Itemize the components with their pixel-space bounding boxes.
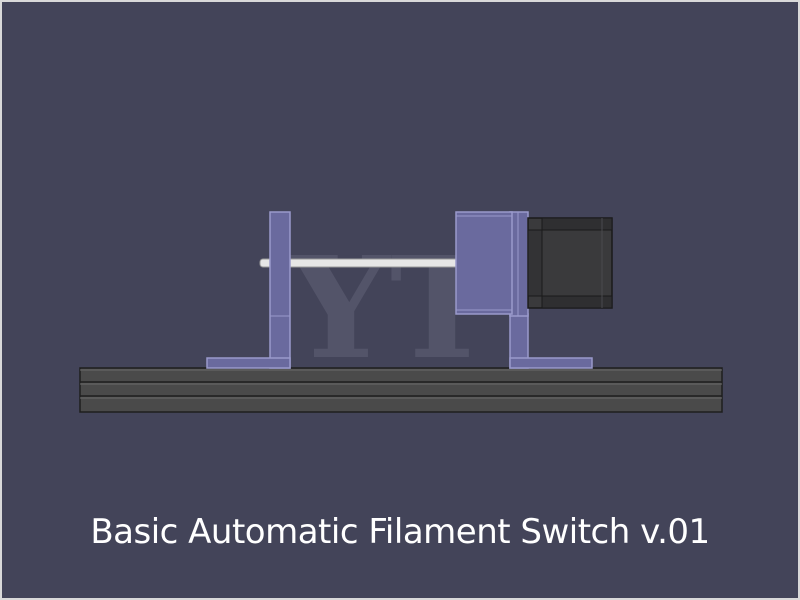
left-bracket xyxy=(206,211,291,369)
caption-title: Basic Automatic Filament Switch v.01 xyxy=(90,512,710,552)
coupling-block xyxy=(455,211,513,315)
extrusion-rail xyxy=(79,367,723,413)
right-bracket xyxy=(509,211,593,369)
stepper-motor xyxy=(527,217,613,309)
